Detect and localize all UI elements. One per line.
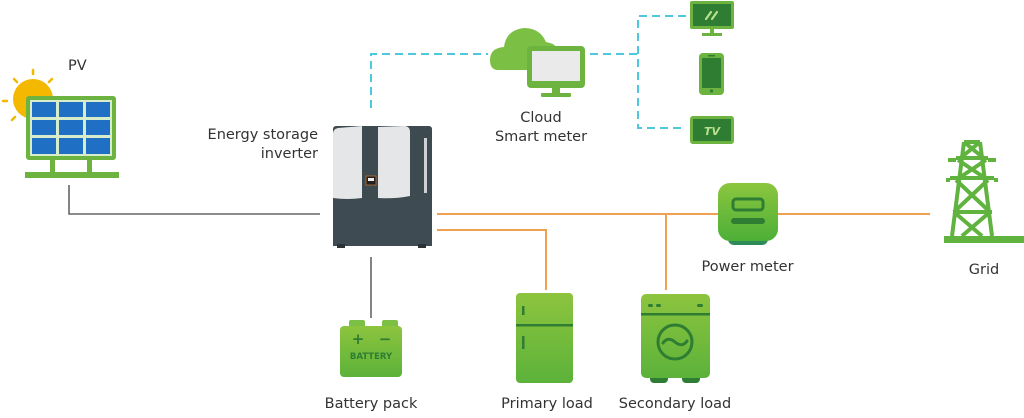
connection-lines [68,15,930,318]
inverter-label: Energy storage inverter [170,126,318,164]
power-meter-icon [718,183,778,245]
monitor-icon [690,1,734,36]
inverter-label-line1: Energy storage [207,127,318,143]
battery-text: BATTERY [350,352,393,362]
inverter-icon [333,126,432,248]
grid-label: Grid [968,262,1000,278]
cloud-label-line1: Cloud [520,110,562,126]
inverter-to-primary-load-line [437,229,547,290]
battery-label: Battery pack [324,396,418,412]
power-meter-label: Power meter [701,259,794,275]
devices-comm-bus [637,15,686,129]
primary-load-label: Primary load [501,396,593,412]
solar-panel-icon [1,68,119,178]
phone-icon [699,53,724,95]
battery-icon: + − BATTERY [340,320,402,377]
tv-icon: TV [690,116,734,144]
cloud-label: Cloud Smart meter [476,109,606,147]
washing-machine-icon [641,294,710,383]
pv-label: PV [68,58,87,74]
battery-plus-symbol: + [352,330,365,348]
secondary-load-label: Secondary load [618,396,732,412]
battery-minus-symbol: − [379,330,392,348]
transmission-tower-icon [944,140,1024,243]
cloud-monitor-icon [490,28,585,97]
tv-text: TV [704,125,722,138]
inverter-to-cloud-comm-line [370,53,488,108]
pv-to-inverter-line [68,185,320,215]
refrigerator-icon [516,293,573,383]
cloud-label-line2: Smart meter [494,129,588,145]
inverter-label-line2: inverter [260,146,318,162]
